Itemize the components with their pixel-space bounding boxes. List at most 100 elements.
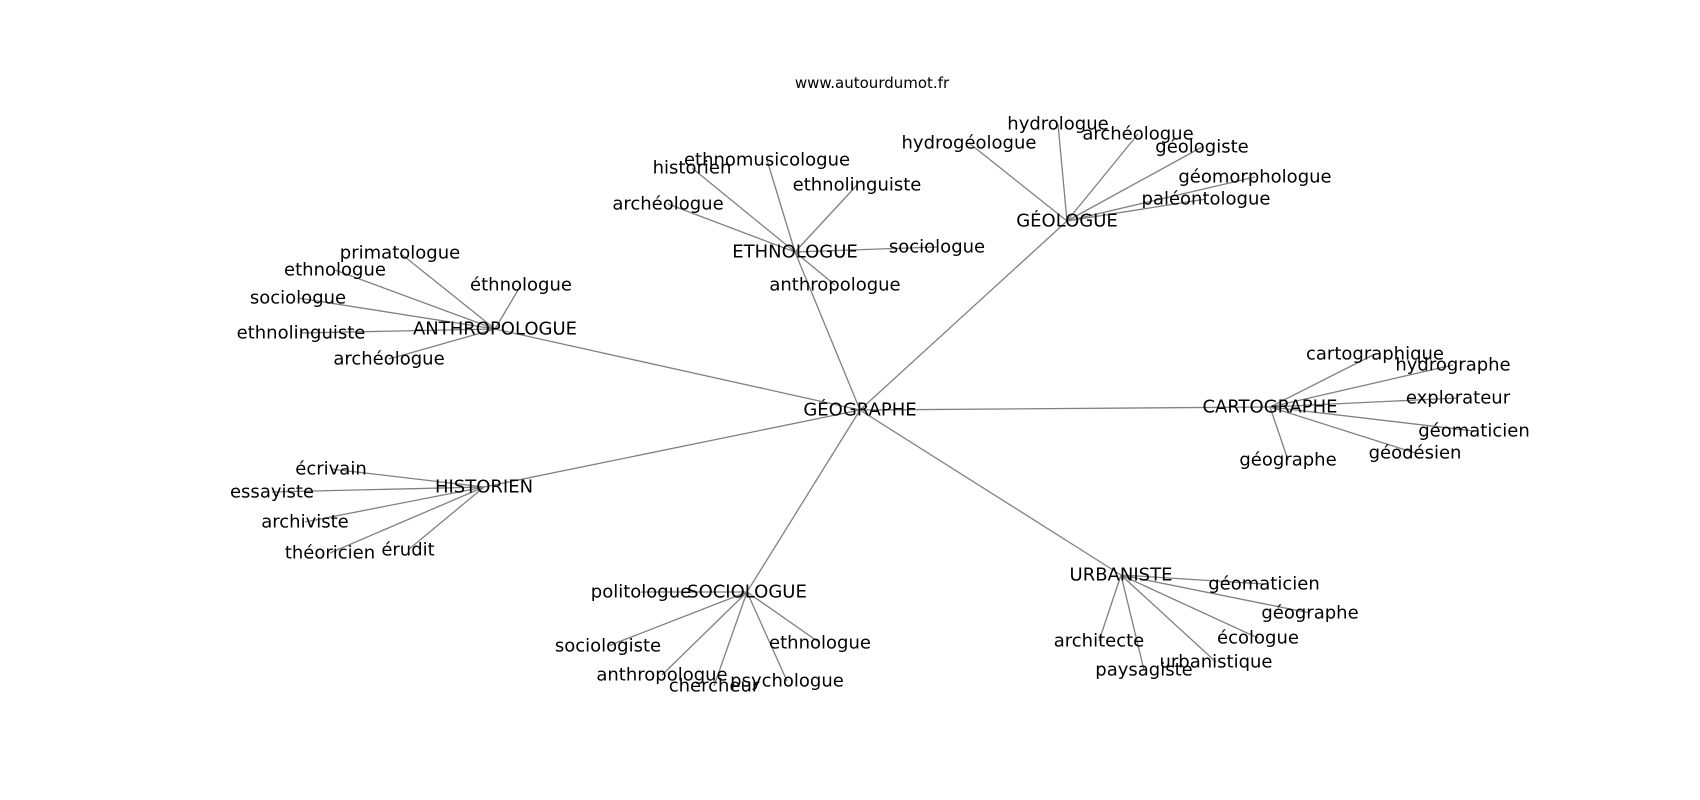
edge-root-to-hub (483, 409, 861, 488)
edge-hub-to-leaf (968, 142, 1068, 222)
leaf-node-label: ethnolinguiste (793, 175, 922, 196)
edge-hub-to-leaf (1057, 123, 1068, 222)
label-layer: GÉOGRAPHEANTHROPOLOGUEprimatologueethnol… (230, 114, 1530, 697)
edge-hub-to-leaf (271, 486, 485, 493)
edge-root-to-hub (794, 251, 861, 411)
edge-hub-to-leaf (794, 184, 858, 253)
leaf-node-label: sociologiste (555, 636, 661, 657)
leaf-node-label: géographe (1239, 450, 1336, 471)
leaf-node-label: éthnologue (470, 275, 572, 296)
leaf-node-label: primatologue (340, 243, 460, 264)
edge-root-to-hub (494, 328, 861, 411)
leaf-node-label: anthropologue (769, 275, 900, 296)
leaf-node-label: psychologue (730, 671, 844, 692)
edge-root-to-hub (859, 409, 1122, 576)
leaf-node-label: ethnologue (284, 260, 386, 281)
edge-hub-to-leaf (407, 486, 485, 551)
leaf-node-label: géomorphologue (1178, 167, 1331, 188)
edge-hub-to-leaf (334, 269, 496, 330)
edge-hub-to-leaf (297, 297, 496, 330)
leaf-node-label: hydrologue (1007, 114, 1108, 135)
edge-hub-to-leaf (691, 167, 796, 253)
leaf-node-label: archéologue (612, 194, 723, 215)
hub-node-label: ETHNOLOGUE (732, 242, 858, 263)
edge-hub-to-leaf (1269, 406, 1289, 461)
hub-node-label: URBANISTE (1070, 565, 1173, 586)
edge-hub-to-leaf (494, 284, 522, 330)
hub-node-label: HISTORIEN (435, 477, 533, 498)
leaf-node-label: géographe (1261, 603, 1358, 624)
leaf-node-label: géologiste (1155, 137, 1248, 158)
hub-node-label: ANTHROPOLOGUE (413, 319, 577, 340)
edge-hub-to-leaf (1066, 146, 1203, 222)
leaf-node-label: explorateur (1406, 388, 1511, 409)
edge-hub-to-leaf (1120, 574, 1259, 639)
edge-hub-to-leaf (1269, 406, 1475, 432)
edge-hub-to-leaf (746, 591, 788, 682)
leaf-node-label: géomaticien (1208, 574, 1320, 595)
edge-hub-to-leaf (661, 591, 748, 676)
leaf-node-label: hydrogéologue (902, 133, 1037, 154)
leaf-node-label: historien (653, 158, 732, 179)
leaf-node-label: érudit (381, 540, 434, 561)
edge-hub-to-leaf (607, 591, 748, 647)
edge-hub-to-leaf (1120, 574, 1265, 585)
edge-hub-to-leaf (1066, 133, 1139, 222)
edge-hub-to-leaf (794, 246, 938, 253)
edge-hub-to-leaf (794, 251, 836, 286)
edge-hub-to-leaf (1269, 364, 1454, 408)
source-label: www.autourdumot.fr (795, 74, 950, 92)
root-node-label: GÉOGRAPHE (803, 399, 916, 421)
edge-hub-to-leaf (1269, 353, 1376, 408)
leaf-node-label: archéologue (1082, 124, 1193, 145)
edge-hub-to-leaf (1120, 574, 1217, 663)
leaf-node-label: anthropologue (596, 665, 727, 686)
hub-node-label: SOCIOLOGUE (687, 582, 807, 603)
edge-layer (271, 123, 1475, 687)
edge-root-to-hub (746, 409, 861, 593)
leaf-node-label: archiviste (261, 512, 349, 533)
edge-hub-to-leaf (1120, 574, 1145, 671)
edge-hub-to-leaf (304, 486, 485, 523)
edge-root-to-hub (859, 406, 1271, 411)
leaf-node-label: écologue (1217, 628, 1299, 649)
edge-hub-to-leaf (300, 328, 496, 334)
edge-hub-to-leaf (399, 252, 496, 330)
leaf-node-label: écrivain (295, 459, 366, 480)
leaf-node-label: urbanistique (1159, 652, 1272, 673)
leaf-node-label: géomaticien (1418, 421, 1530, 442)
leaf-node-label: paléontologue (1142, 189, 1271, 210)
edge-hub-to-leaf (667, 203, 796, 253)
edge-hub-to-leaf (1066, 198, 1207, 222)
leaf-node-label: essayiste (230, 482, 314, 503)
leaf-node-label: chercheur (669, 676, 760, 697)
leaf-node-label: ethnolinguiste (237, 323, 366, 344)
edge-hub-to-leaf (766, 159, 796, 253)
edge-hub-to-leaf (1066, 176, 1256, 222)
edge-hub-to-leaf (746, 591, 821, 644)
edge-hub-to-leaf (1120, 574, 1311, 614)
leaf-node-label: sociologue (250, 288, 346, 309)
hub-node-label: CARTOGRAPHE (1202, 397, 1337, 418)
edge-hub-to-leaf (1269, 397, 1459, 408)
edge-hub-to-leaf (329, 486, 485, 554)
edge-hub-to-leaf (388, 328, 496, 360)
leaf-node-label: archéologue (333, 349, 444, 370)
leaf-node-label: politologue (591, 582, 691, 603)
leaf-node-label: géodésien (1369, 443, 1462, 464)
leaf-node-label: ethnomusicologue (684, 150, 850, 171)
leaf-node-label: cartographique (1306, 344, 1444, 365)
edge-hub-to-leaf (1098, 574, 1122, 642)
leaf-node-label: hydrographe (1395, 355, 1510, 376)
leaf-node-label: théoricien (285, 543, 375, 564)
edge-hub-to-leaf (1269, 406, 1416, 454)
hub-node-label: GÉOLOGUE (1016, 210, 1118, 232)
edge-root-to-hub (859, 220, 1068, 411)
leaf-node-label: architecte (1054, 631, 1145, 652)
leaf-node-label: paysagiste (1095, 660, 1192, 681)
leaf-node-label: ethnologue (769, 633, 871, 654)
edge-hub-to-leaf (330, 468, 485, 488)
edge-hub-to-leaf (713, 591, 748, 687)
leaf-node-label: sociologue (889, 237, 985, 258)
